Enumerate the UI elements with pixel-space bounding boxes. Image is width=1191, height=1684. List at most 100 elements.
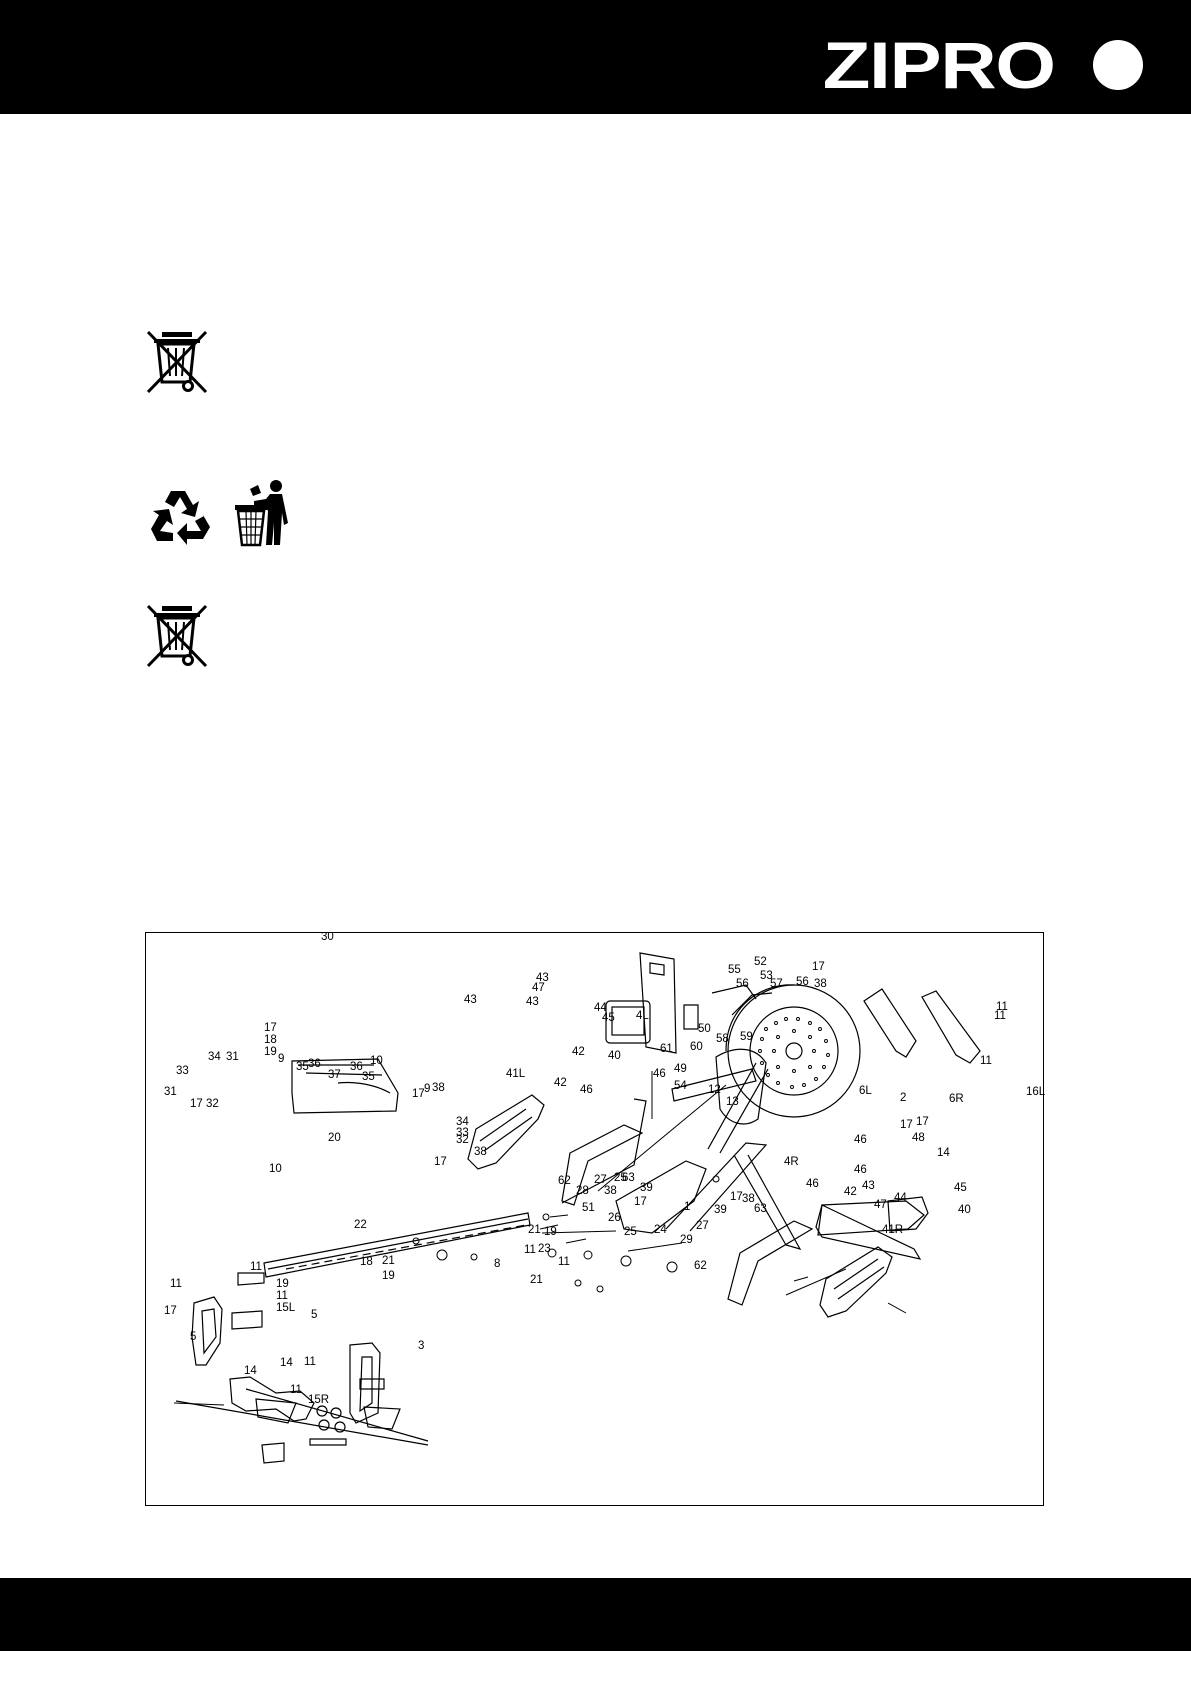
part-number-label: 39	[640, 1182, 653, 1194]
part-number-label: 55	[728, 964, 741, 976]
part-number-label: 11	[290, 1384, 302, 1396]
part-number-label: 46	[854, 1164, 867, 1176]
part-number-label: 48	[912, 1132, 925, 1144]
part-number-label: 47	[874, 1199, 887, 1211]
part-number-label: 17	[916, 1116, 929, 1128]
part-number-label: 46	[854, 1134, 867, 1146]
recycling-icon	[149, 485, 213, 549]
part-number-label: 60	[690, 1041, 703, 1053]
part-number-label: 30	[321, 933, 334, 943]
part-number-label: 9	[424, 1083, 430, 1095]
part-number-label: 34	[208, 1051, 221, 1063]
part-number-label: 15L	[276, 1302, 296, 1314]
part-number-label: 47	[532, 982, 545, 994]
part-number-label: 17	[730, 1191, 743, 1203]
part-number-label: 11	[250, 1261, 262, 1273]
part-number-label: 18	[360, 1256, 373, 1268]
part-number-label: 39	[714, 1204, 727, 1216]
part-number-label: 8	[494, 1258, 500, 1270]
part-number-label: 51	[582, 1202, 595, 1214]
part-number-label: 42	[572, 1046, 585, 1058]
part-number-label: 44	[894, 1192, 907, 1204]
part-number-label: 17	[434, 1156, 447, 1168]
part-number-label: 15R	[308, 1394, 329, 1406]
part-number-label: 54	[674, 1080, 687, 1092]
part-number-label: 17	[190, 1098, 203, 1110]
part-number-label: 41L	[506, 1068, 526, 1080]
language-badge	[1093, 40, 1143, 90]
part-number-label: 20	[328, 1132, 341, 1144]
part-number-label: 21	[530, 1274, 543, 1286]
part-number-label: 49	[674, 1063, 687, 1075]
part-number-label: 3	[418, 1340, 424, 1352]
part-number-label: 11	[558, 1256, 570, 1268]
part-number-label: 32	[206, 1098, 219, 1110]
part-number-label: 56	[736, 978, 749, 990]
part-number-label: 17	[900, 1119, 913, 1131]
part-number-label: 17	[412, 1088, 425, 1100]
part-number-label: 29	[680, 1234, 693, 1246]
part-number-label: 23	[538, 1243, 551, 1255]
part-number-label: 36	[308, 1058, 321, 1070]
part-number-label: 45	[602, 1012, 615, 1024]
part-number-label: 17	[812, 961, 825, 973]
part-number-label: 13	[726, 1096, 739, 1108]
part-number-label: 42	[844, 1186, 857, 1198]
part-number-label: 10	[370, 1055, 383, 1067]
part-number-label: 43	[536, 972, 549, 984]
part-number-label: 38	[432, 1082, 445, 1094]
part-number-label: 6L	[859, 1085, 872, 1097]
part-number-label: 18	[264, 1034, 277, 1046]
part-number-label: 35	[296, 1061, 309, 1073]
part-number-label: 4L	[636, 1010, 649, 1022]
part-number-label: 36	[350, 1061, 363, 1073]
part-number-label: 27	[696, 1220, 709, 1232]
part-number-label: 19	[276, 1278, 289, 1290]
part-number-label: 19	[544, 1226, 557, 1238]
part-number-label: 19	[264, 1046, 277, 1058]
part-number-label: 38	[814, 978, 827, 990]
part-number-label: 6R	[949, 1093, 964, 1105]
part-number-label: 50	[698, 1023, 711, 1035]
part-number-label: 5	[190, 1331, 196, 1343]
header-bar: ZIPRO	[0, 0, 1191, 114]
part-number-label: 52	[754, 956, 767, 968]
part-number-label: 5	[311, 1309, 317, 1321]
part-number-label: 32	[456, 1134, 469, 1146]
part-number-label: 11	[524, 1244, 536, 1256]
part-number-label: 62	[558, 1175, 571, 1187]
part-number-label: 61	[660, 1043, 673, 1055]
part-number-label: 11	[304, 1356, 316, 1368]
part-number-label: 17	[634, 1196, 647, 1208]
part-number-label: 38	[474, 1146, 487, 1158]
part-number-label: 42	[554, 1077, 567, 1089]
part-number-label: 2	[900, 1092, 906, 1104]
part-number-label: 22	[354, 1219, 367, 1231]
part-number-label: 43	[862, 1180, 875, 1192]
part-number-label: 46	[653, 1068, 666, 1080]
part-number-label: 43	[526, 996, 539, 1008]
part-number-label: 40	[958, 1204, 971, 1216]
part-number-label: 37	[328, 1069, 341, 1081]
part-number-label: 14	[244, 1365, 257, 1377]
part-number-label: 21	[382, 1255, 395, 1267]
diagram-drawing: 3017181934313331173293536373635109381734…	[164, 933, 1045, 1464]
crossed-out-wheeled-bin-icon	[146, 604, 210, 668]
part-number-label: 11	[996, 1001, 1008, 1013]
part-number-label: 38	[604, 1185, 617, 1197]
part-number-label: 25	[614, 1172, 627, 1184]
part-number-label: 63	[622, 1172, 635, 1184]
tidy-man-bin-icon	[234, 479, 290, 547]
part-number-label: 25	[624, 1226, 637, 1238]
part-number-label: 31	[226, 1051, 239, 1063]
part-number-label: 38	[742, 1193, 755, 1205]
part-number-label: 4R	[784, 1156, 799, 1168]
brand-logo: ZIPRO	[822, 28, 1056, 102]
part-number-label: 9	[278, 1053, 284, 1065]
part-number-label: 56	[796, 976, 809, 988]
part-number-label: 19	[382, 1270, 395, 1282]
part-number-label: 16L	[1026, 1086, 1045, 1098]
part-number-label: 46	[580, 1084, 593, 1096]
part-number-label: 1	[684, 1201, 690, 1213]
